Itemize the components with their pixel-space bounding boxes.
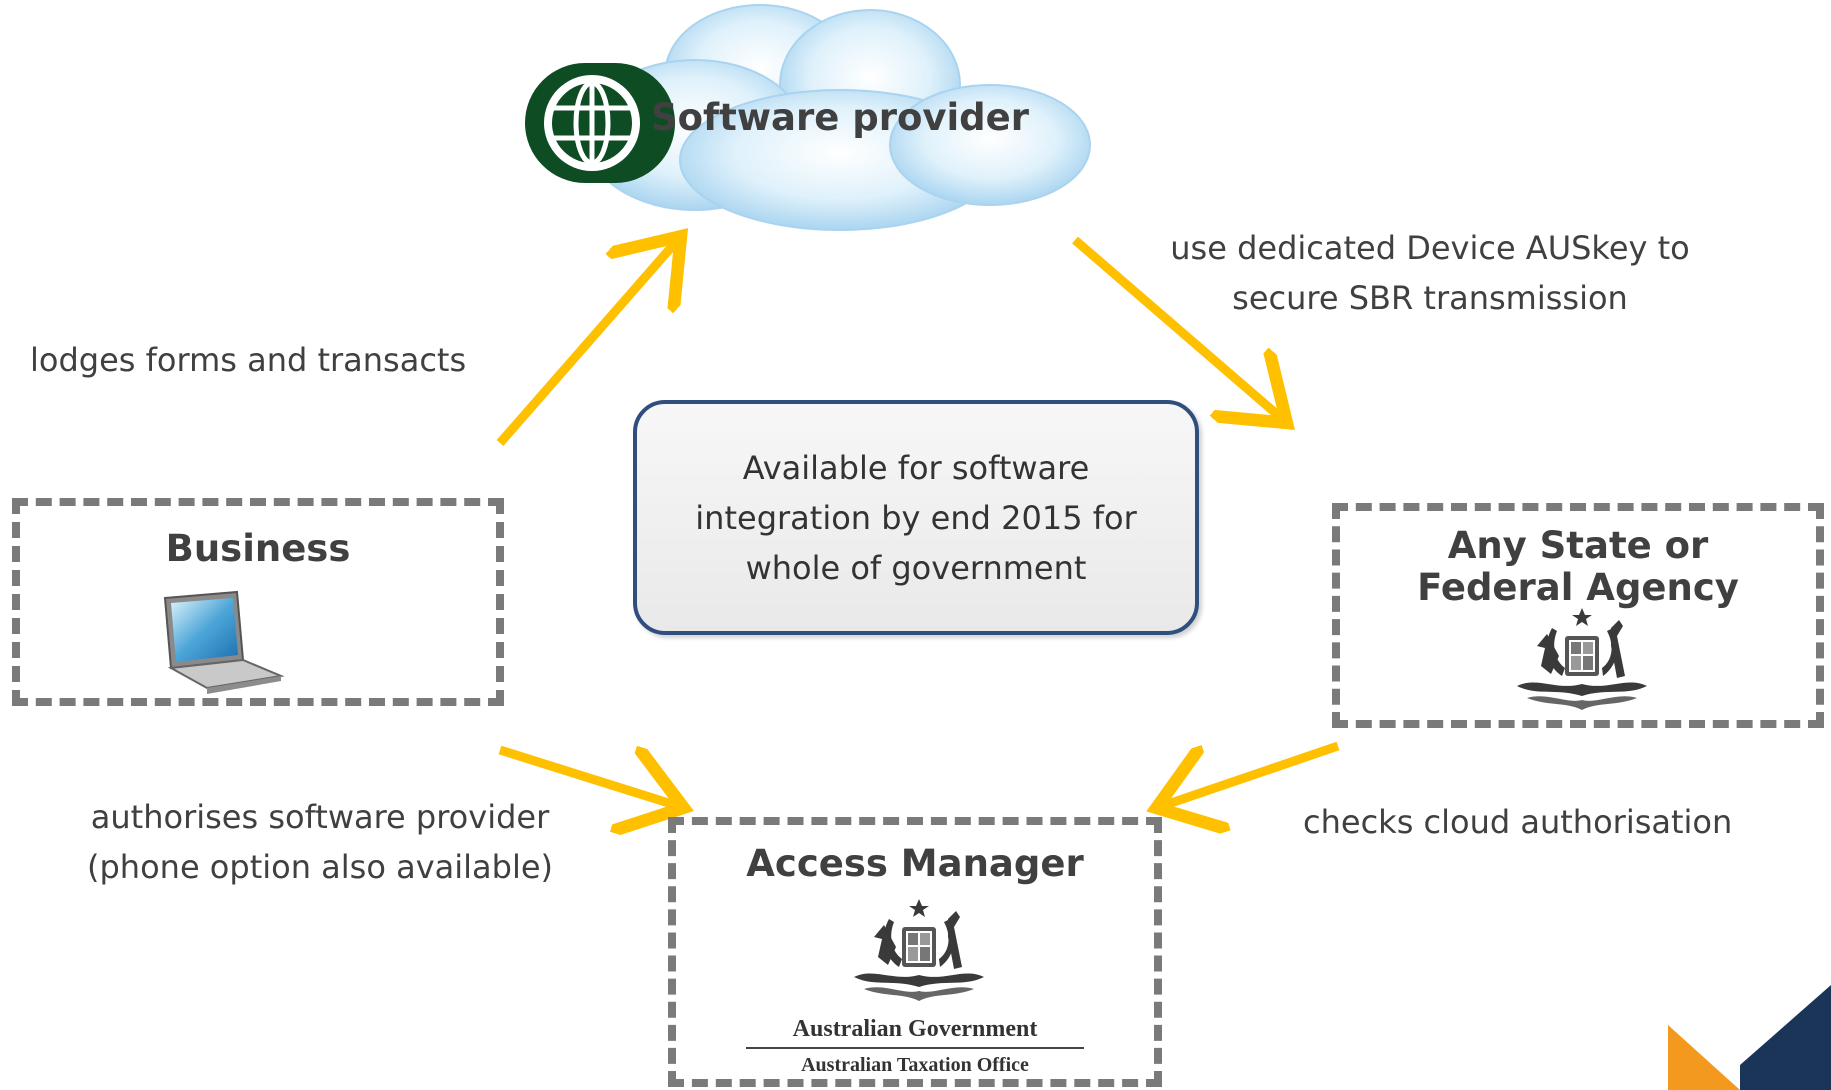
access-manager-node: Access Manager Australian Government Aus… <box>668 817 1162 1087</box>
corner-decoration <box>1668 985 1831 1090</box>
label-authorises-line1: authorises software provider <box>90 798 550 836</box>
arrow-business-to-provider <box>496 243 675 446</box>
label-checks-cloud: checks cloud authorisation <box>1303 803 1733 841</box>
coat-of-arms-icon <box>1517 608 1647 710</box>
label-device-auskey-line2: secure SBR transmission <box>1232 279 1628 317</box>
coat-of-arms-icon <box>854 899 984 1001</box>
australian-taxation-office-text: Australian Taxation Office <box>801 1054 1029 1076</box>
australian-government-text: Australian Government <box>792 1016 1038 1042</box>
software-provider-node: Software provider <box>520 0 1120 245</box>
availability-note: Available for software integration by en… <box>633 400 1199 635</box>
arrow-agency-to-access-manager <box>1165 741 1340 805</box>
label-device-auskey-line1: use dedicated Device AUSkey to <box>1170 229 1690 267</box>
arrow-business-to-access-manager <box>498 745 675 805</box>
agency-title: Any State or Federal Agency <box>1340 525 1816 609</box>
note-line1: Available for software <box>742 448 1090 487</box>
access-manager-title: Access Manager <box>746 842 1084 885</box>
agency-title-line1: Any State or <box>1447 524 1709 567</box>
label-authorises-line2: (phone option also available) <box>87 848 553 886</box>
agency-title-line2: Federal Agency <box>1417 566 1739 609</box>
business-node: Business <box>12 498 504 706</box>
agency-node: Any State or Federal Agency <box>1332 503 1824 728</box>
label-lodges-forms: lodges forms and transacts <box>30 341 467 379</box>
note-line2: integration by end 2015 for <box>695 498 1137 537</box>
laptop-icon <box>163 590 285 694</box>
arrow-provider-to-agency <box>1072 236 1280 417</box>
label-authorises-provider: authorises software provider (phone opti… <box>40 792 600 892</box>
org-divider <box>746 1047 1084 1049</box>
globe-icon <box>525 63 675 183</box>
note-line3: whole of government <box>745 548 1087 587</box>
business-title: Business <box>165 527 351 570</box>
label-device-auskey: use dedicated Device AUSkey to secure SB… <box>1150 223 1710 323</box>
software-provider-label: Software provider <box>650 96 1029 139</box>
